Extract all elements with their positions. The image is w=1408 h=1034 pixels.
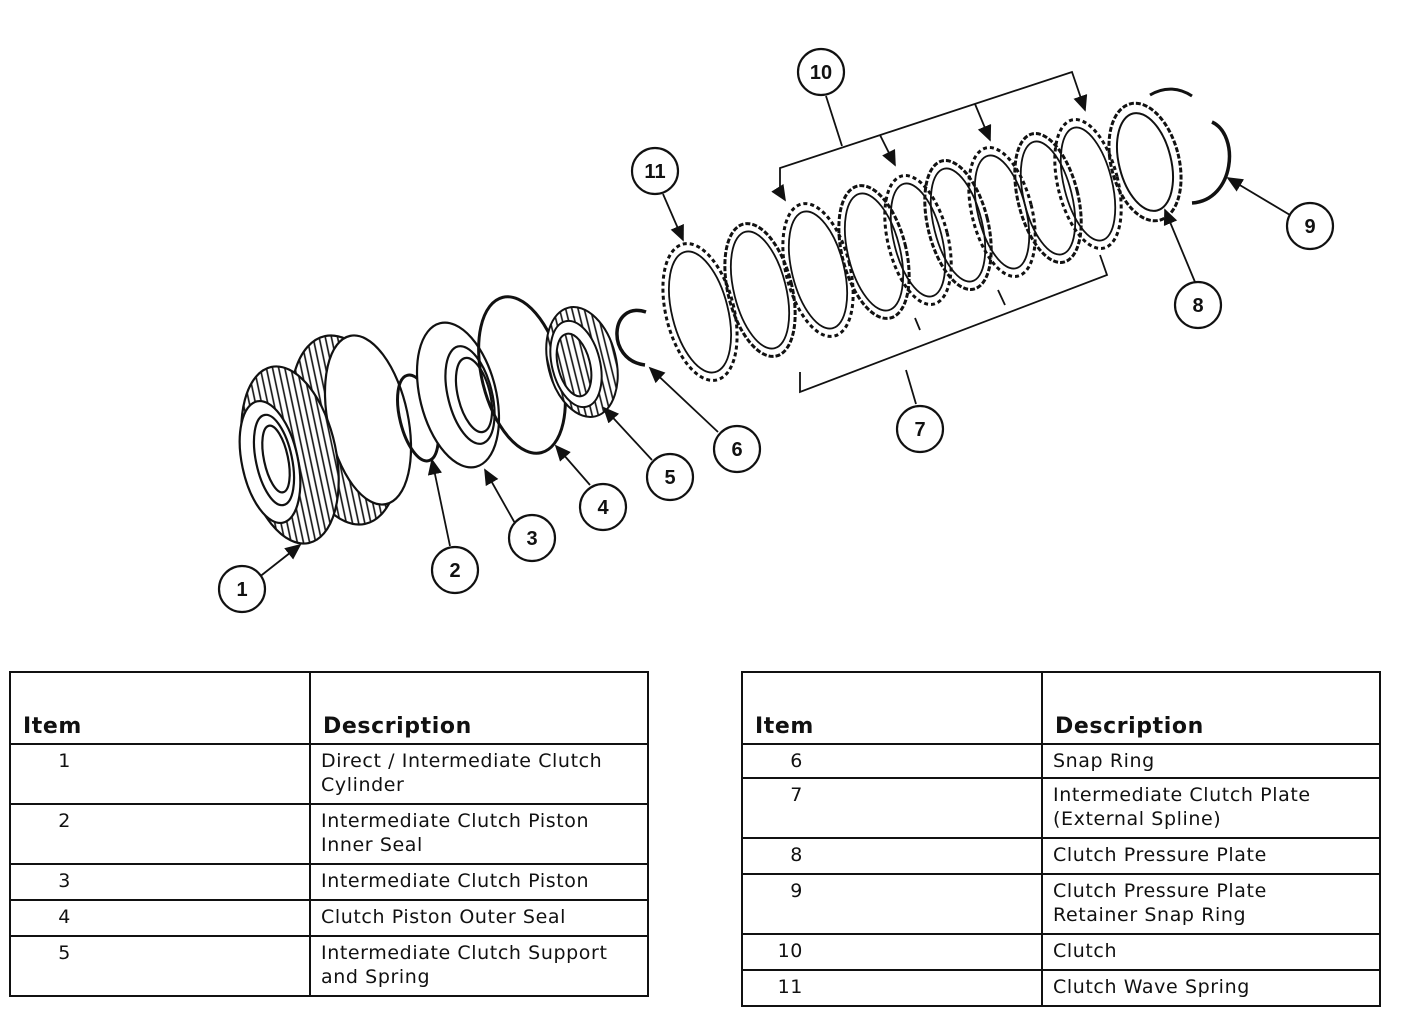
callout-11: 11 <box>630 146 680 196</box>
table-row: 6 Snap Ring <box>741 743 1381 779</box>
callout-2-label: 2 <box>449 560 460 582</box>
clutch-piston-part <box>415 321 501 469</box>
callout-5-label: 5 <box>664 467 675 489</box>
bracket-lines <box>771 70 1109 405</box>
item-description: Snap Ring <box>1041 743 1381 779</box>
callout-7-label: 7 <box>914 419 925 441</box>
leader-lines <box>257 177 1291 579</box>
legend-header-row: Item Description <box>741 671 1381 745</box>
legend-header-row: Item Description <box>9 671 649 745</box>
item-number: 8 <box>741 837 1043 875</box>
item-number: 4 <box>9 899 311 937</box>
callout-5: 5 <box>645 452 695 502</box>
column-header-description: Description <box>309 671 649 745</box>
callout-4-label: 4 <box>597 497 609 519</box>
table-row: 7 Intermediate Clutch Plate(External Spl… <box>741 777 1381 839</box>
callout-7: 7 <box>895 404 945 454</box>
callout-11-label: 11 <box>644 161 665 183</box>
item-description: Clutch Pressure Plate <box>1041 837 1381 875</box>
parts-legend-table-right: Item Description 6 Snap Ring 7 Intermedi… <box>741 671 1381 1007</box>
column-header-description: Description <box>1041 671 1381 745</box>
item-number: 5 <box>9 935 311 997</box>
callout-4: 4 <box>578 482 628 532</box>
callout-3-label: 3 <box>526 528 537 550</box>
callout-8-label: 8 <box>1192 295 1203 317</box>
item-number: 10 <box>741 933 1043 971</box>
item-number: 11 <box>741 969 1043 1007</box>
table-row: 3 Intermediate Clutch Piston <box>9 863 649 901</box>
callout-8: 8 <box>1173 280 1223 330</box>
parts-legend-table-left: Item Description 1 Direct / Intermediate… <box>9 671 649 997</box>
callout-10: 10 <box>796 47 846 97</box>
callout-2: 2 <box>430 545 480 595</box>
column-header-item: Item <box>741 671 1043 745</box>
snap-ring-part <box>615 308 647 367</box>
item-description: Clutch Piston Outer Seal <box>309 899 649 937</box>
callout-3: 3 <box>507 513 557 563</box>
callout-9: 9 <box>1285 201 1335 251</box>
clutch-cylinder-part <box>238 334 413 545</box>
item-number: 9 <box>741 873 1043 935</box>
callout-1: 1 <box>217 564 267 614</box>
table-row: 4 Clutch Piston Outer Seal <box>9 899 649 937</box>
callout-6: 6 <box>712 424 762 474</box>
item-number: 3 <box>9 863 311 901</box>
item-number: 6 <box>741 743 1043 779</box>
clutch-support-part <box>545 306 619 418</box>
callout-10-label: 10 <box>810 62 832 84</box>
clutch-plate-stack <box>661 87 1193 382</box>
column-header-item: Item <box>9 671 311 745</box>
item-description: Intermediate Clutch Piston <box>309 863 649 901</box>
item-number: 7 <box>741 777 1043 839</box>
exploded-view-diagram: 1 2 3 4 5 6 7 8 9 10 11 <box>217 47 1335 614</box>
callout-9-label: 9 <box>1304 216 1315 238</box>
retainer-snap-ring-part <box>1191 120 1232 205</box>
item-description: Clutch Wave Spring <box>1041 969 1381 1007</box>
table-row: 11 Clutch Wave Spring <box>741 969 1381 1007</box>
table-row: 8 Clutch Pressure Plate <box>741 837 1381 875</box>
callout-6-label: 6 <box>731 439 742 461</box>
callout-1-label: 1 <box>236 579 247 601</box>
item-description: Clutch <box>1041 933 1381 971</box>
item-description: Intermediate Clutch Plate(External Splin… <box>1041 777 1381 839</box>
table-row: 10 Clutch <box>741 933 1381 971</box>
item-number: 1 <box>9 743 311 805</box>
item-number: 2 <box>9 803 311 865</box>
